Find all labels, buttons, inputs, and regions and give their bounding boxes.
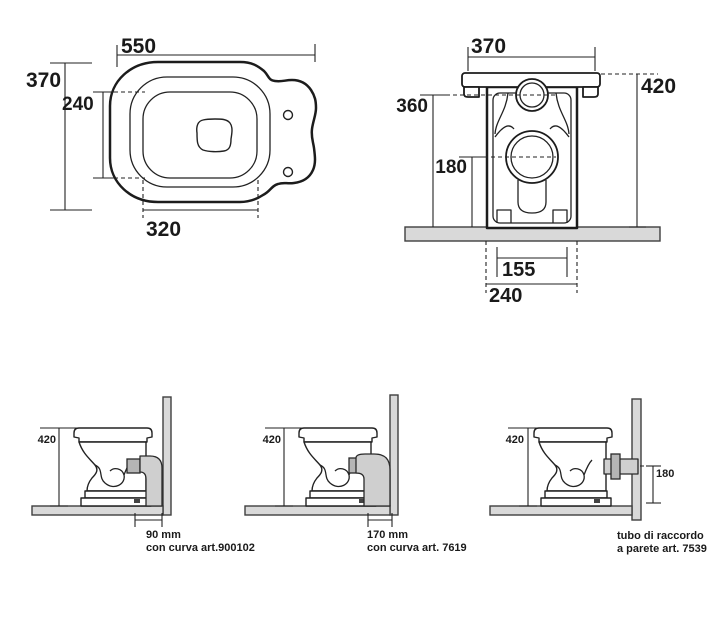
dim-240: 240 bbox=[62, 91, 145, 179]
outlet-elbow bbox=[139, 455, 163, 507]
wall-outlet-flange bbox=[610, 453, 621, 480]
plan-drain-hole bbox=[196, 118, 233, 153]
install-view-wall-outlet: 420 180 tubo di raccordo a parete art. 7… bbox=[489, 398, 707, 555]
dim-420-install2: 420 bbox=[263, 427, 310, 507]
dim-550: 550 bbox=[116, 35, 316, 67]
plan-view: 550 370 240 320 bbox=[26, 35, 318, 241]
dim-label-240-rear: 240 bbox=[489, 285, 522, 307]
rear-funnel-right bbox=[555, 92, 570, 135]
dim-label-420: 420 bbox=[506, 434, 524, 446]
fixing-hole-bottom bbox=[282, 166, 294, 178]
install1-note: con curva art.900102 bbox=[146, 542, 255, 554]
dim-label-240: 240 bbox=[62, 94, 94, 115]
wall-bar bbox=[162, 396, 172, 516]
dim-320: 320 bbox=[142, 180, 259, 241]
outlet-spigot bbox=[126, 458, 141, 474]
install3-note-line1: tubo di raccordo bbox=[617, 530, 704, 542]
dim-370-rear: 370 bbox=[467, 35, 596, 71]
dim-label-370-rear: 370 bbox=[471, 35, 506, 58]
dim-170mm: 170 mm con curva art. 7619 bbox=[367, 513, 467, 554]
dim-420-install1: 420 bbox=[38, 427, 85, 507]
dim-label-550: 550 bbox=[121, 35, 156, 58]
plan-seat-outer-ring bbox=[129, 76, 271, 188]
dim-240-rear: 240 bbox=[485, 241, 578, 307]
dim-label-420-rear: 420 bbox=[641, 75, 676, 98]
floor-bar bbox=[489, 505, 633, 516]
outlet-elbow bbox=[355, 453, 391, 507]
dim-180-rear: 180 bbox=[435, 156, 556, 227]
dim-label-360: 360 bbox=[396, 96, 428, 117]
dim-370: 370 bbox=[26, 62, 92, 211]
outlet-hole-inner bbox=[510, 135, 554, 179]
dim-label-420: 420 bbox=[263, 434, 281, 446]
floor-bar bbox=[31, 505, 164, 516]
rear-rim-ear-right bbox=[582, 86, 599, 98]
install3-note-line2: a parete art. 7539 bbox=[617, 543, 707, 555]
rear-dome-right bbox=[549, 125, 570, 138]
dim-420-rear: 420 bbox=[601, 73, 676, 228]
install-view-170mm: 420 170 mm con curva art. 7619 bbox=[244, 394, 467, 554]
wall-bar bbox=[389, 394, 399, 516]
dim-label-320: 320 bbox=[146, 218, 181, 241]
dim-label-180-rear: 180 bbox=[435, 157, 467, 178]
dim-420-install3: 420 bbox=[506, 427, 545, 507]
dim-label-90mm: 90 mm bbox=[146, 529, 181, 541]
dim-label-370: 370 bbox=[26, 69, 61, 92]
fixing-hole-top bbox=[282, 109, 294, 121]
plan-bowl-rim-ring bbox=[142, 91, 258, 179]
rear-dome-left bbox=[494, 125, 515, 138]
install-view-90mm: 420 90 mm con curva art.900102 bbox=[31, 396, 255, 554]
rear-feet-notches bbox=[496, 209, 568, 223]
wall-outlet-pipe bbox=[603, 458, 639, 475]
rear-view: 370 420 360 180 155 bbox=[396, 35, 676, 307]
install2-note: con curva art. 7619 bbox=[367, 542, 467, 554]
dim-label-420: 420 bbox=[38, 434, 56, 446]
dim-90mm: 90 mm con curva art.900102 bbox=[134, 513, 255, 554]
toilet-side-view bbox=[533, 427, 613, 507]
dim-180-install3: 180 bbox=[640, 465, 674, 504]
dim-360: 360 bbox=[396, 94, 558, 227]
rear-funnel-left bbox=[494, 92, 509, 135]
dim-label-155: 155 bbox=[502, 259, 535, 281]
dim-label-180: 180 bbox=[656, 468, 674, 480]
dim-label-170mm: 170 mm bbox=[367, 529, 408, 541]
dim-155: 155 bbox=[496, 247, 568, 281]
rear-trapway-channel bbox=[517, 180, 547, 214]
